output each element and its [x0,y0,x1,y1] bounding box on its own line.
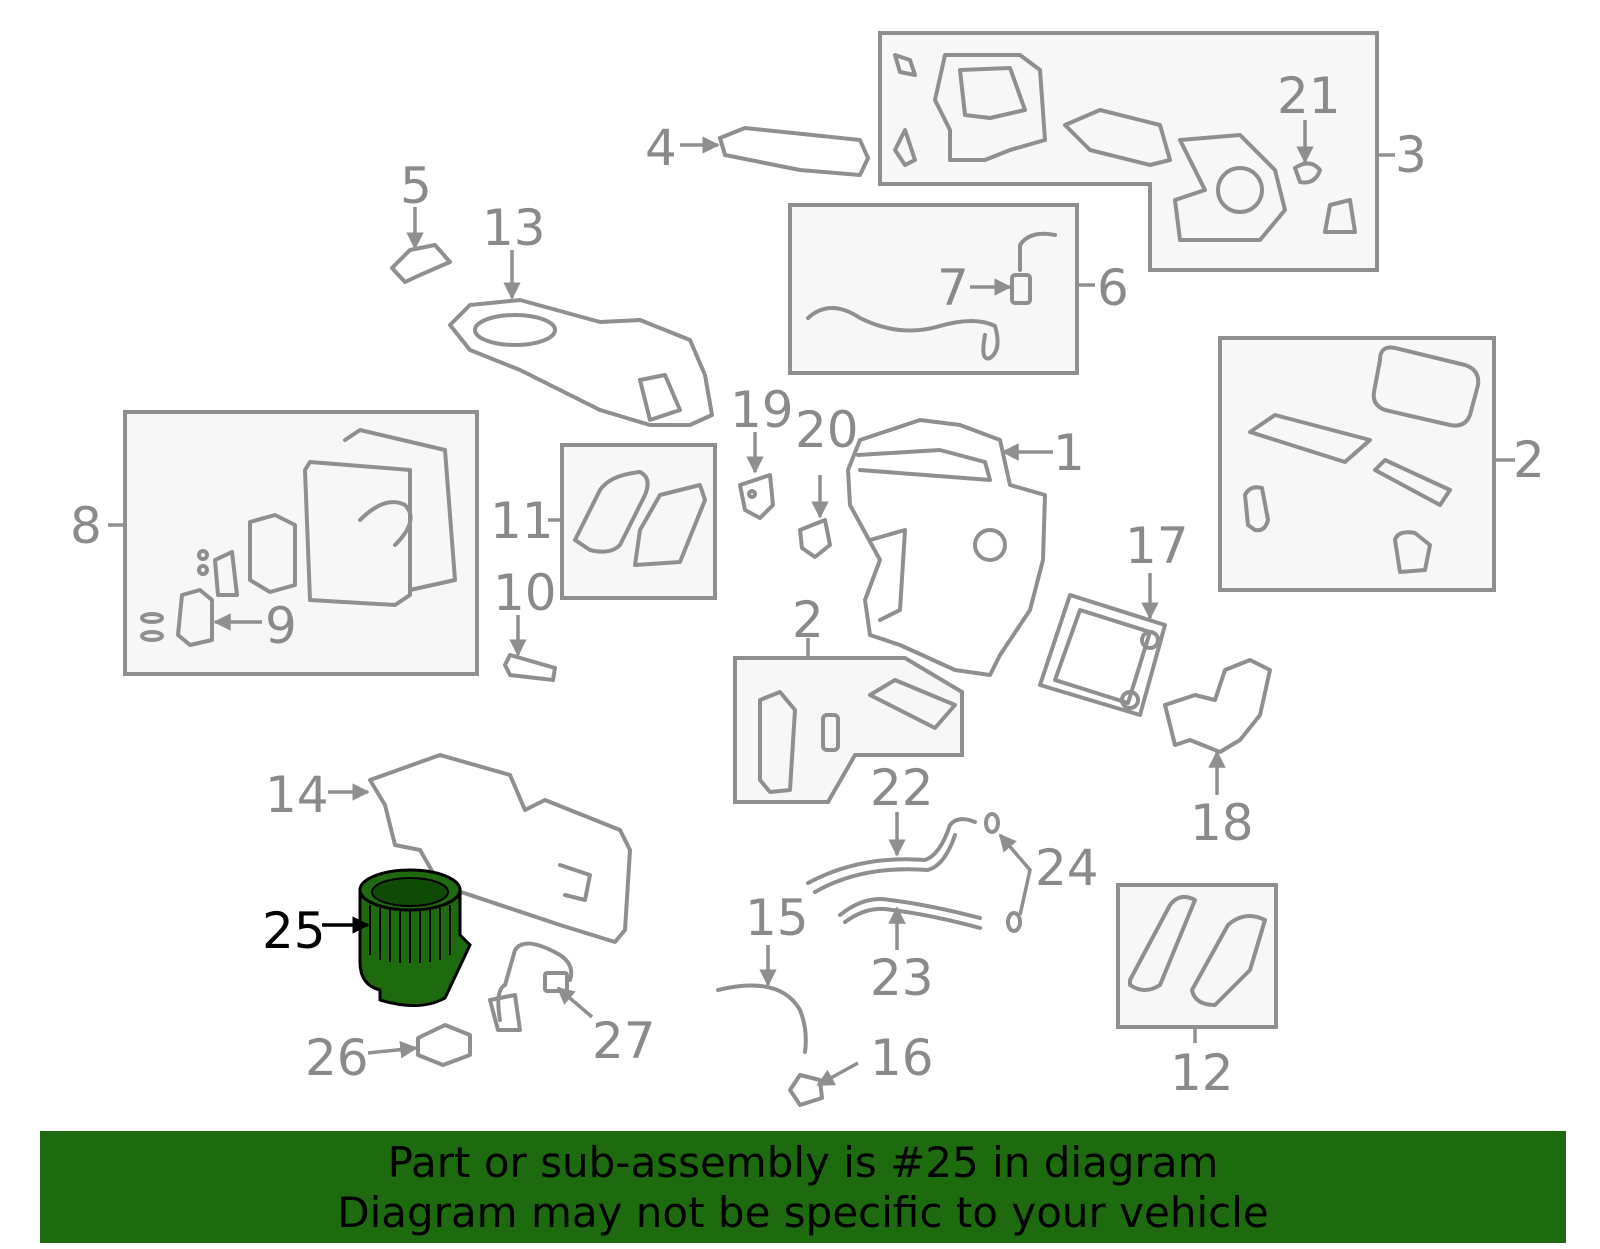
callout-23: 23 [870,949,934,1007]
group-box-11: 11 [490,443,717,600]
part-4: 4 [645,119,870,177]
callout-20: 20 [795,401,859,459]
callout-15: 15 [745,889,809,947]
callout-10: 10 [493,564,557,622]
part-19: 19 [730,381,794,520]
part-18: 18 [1163,658,1272,852]
callout-4: 4 [645,119,677,177]
callout-24: 24 [1035,839,1099,897]
callout-9: 9 [265,597,297,655]
part-23: 23 [838,897,982,1007]
part-26: 26 [305,1023,472,1087]
callout-26: 26 [305,1029,369,1087]
callout-11: 11 [490,492,554,550]
callout-21: 21 [1277,67,1341,125]
group-box-2-right: 2 [1218,336,1545,592]
info-banner: Part or sub-assembly is #25 in diagram D… [40,1131,1566,1243]
callout-8: 8 [70,497,102,555]
callout-12: 12 [1170,1044,1234,1102]
part-1: 1 [846,418,1085,677]
callout-13: 13 [482,199,546,257]
callout-16: 16 [870,1029,934,1087]
callout-6: 6 [1097,259,1129,317]
callout-17: 17 [1125,517,1189,575]
callout-1: 1 [1053,424,1085,482]
callout-19: 19 [730,381,794,439]
group-box-2-middle: 2 [733,591,964,804]
part-24: 24 [984,812,1099,933]
callout-14: 14 [265,766,329,824]
group-box-3: 3 21 [878,31,1427,272]
part-25-blower-motor[interactable]: 25 [262,868,472,1008]
callout-27: 27 [592,1012,656,1070]
callout-3: 3 [1395,126,1427,184]
callout-22: 22 [870,759,934,817]
callout-25: 25 [262,902,326,960]
part-10: 10 [493,564,557,682]
part-17: 17 [1038,517,1189,717]
callout-2-right: 2 [1513,431,1545,489]
part-14: 14 [265,753,632,944]
part-22: 22 [806,759,977,894]
banner-line-2: Diagram may not be specific to your vehi… [337,1188,1269,1237]
callout-2-middle: 2 [792,591,824,649]
banner-line-1: Part or sub-assembly is #25 in diagram [387,1138,1219,1187]
callout-5: 5 [400,157,432,215]
group-box-12: 12 [1116,883,1278,1102]
callout-7: 7 [937,259,969,317]
part-15: 15 [716,889,809,1054]
part-20: 20 [795,401,859,559]
group-box-8: 8 9 [70,410,479,676]
group-box-6: 6 7 [788,203,1129,375]
callout-18: 18 [1190,794,1254,852]
part-13: 13 [448,199,714,427]
part-5: 5 [390,157,452,284]
part-27: 27 [488,941,656,1070]
part-16: 16 [788,1029,934,1107]
